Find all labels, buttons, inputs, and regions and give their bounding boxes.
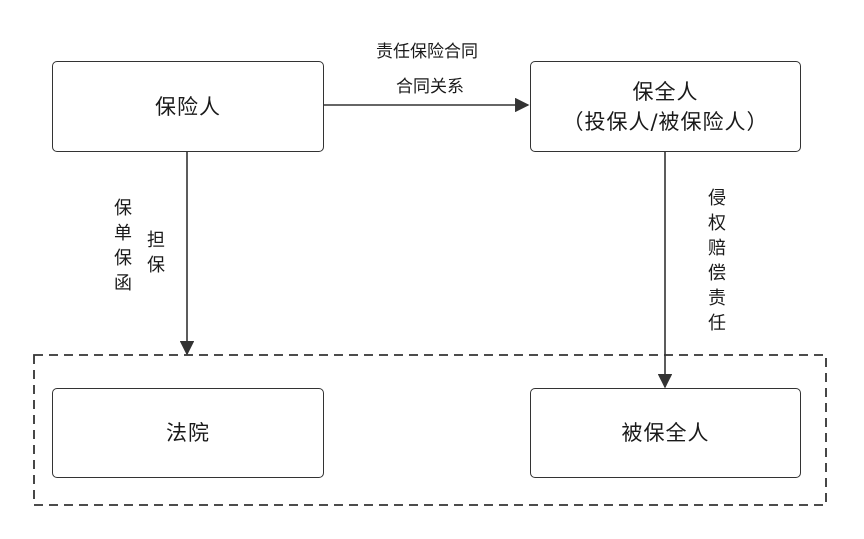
dashed-group-border [33,354,827,506]
guarantee-label-left: 保单保函 [114,198,132,294]
contract-label-bottom: 合同关系 [396,77,464,97]
contract-label-top: 责任保险合同 [376,42,478,62]
preservation-applicant-node: 保全人 （投保人/被保险人） [530,61,801,152]
court-node: 法院 [52,388,324,478]
guarantee-label-right: 担保 [147,230,165,276]
court-node-label: 法院 [166,421,210,445]
insurer-node-label: 保险人 [155,94,221,119]
respondent-node-label: 被保全人 [621,421,710,445]
tort-label: 侵权赔偿责任 [708,188,726,334]
respondent-node: 被保全人 [530,388,801,478]
preservation-applicant-subtitle: （投保人/被保险人） [562,109,769,134]
preservation-applicant-title: 保全人 [632,79,699,104]
insurer-node: 保险人 [52,61,324,152]
